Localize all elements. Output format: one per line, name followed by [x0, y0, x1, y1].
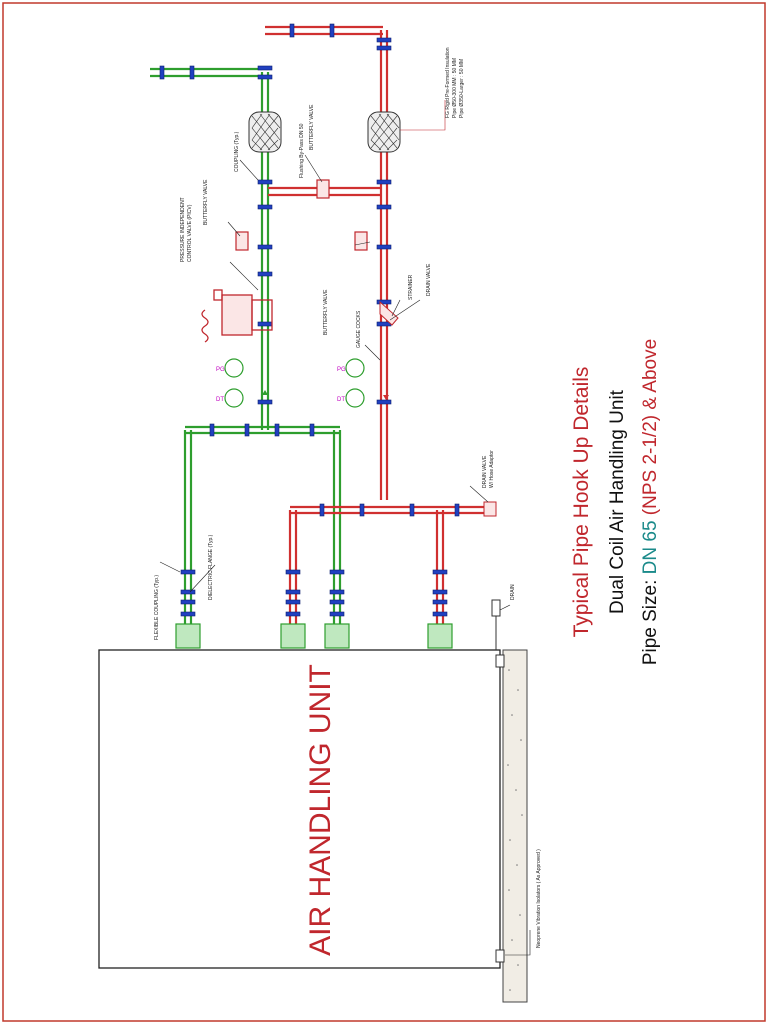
picv-valve: [201, 289, 273, 343]
drain-hose-label: DRAIN VALVE: [482, 455, 488, 488]
unit-label: AIR HANDLING UNIT: [304, 664, 337, 956]
neoprene-label: Neoprene Vibration Isolators ( As Approv…: [536, 849, 542, 948]
strainer-label: STRAINER: [408, 274, 414, 300]
flanges: [159, 23, 460, 617]
title-pipe-size: Pipe Size: DN 65 (NPS 2-1/2) & Above: [640, 339, 661, 665]
bypass-label: Flushing By-Pass DN 50: [299, 123, 305, 178]
insulation-sections: [248, 111, 401, 153]
leader-lines: [159, 100, 531, 956]
butterfly-return-label: BUTTERFLY VALVE: [323, 289, 329, 335]
dt-label: DT: [337, 397, 345, 403]
butterfly-bypass-label: BUTTERFLY VALVE: [309, 104, 315, 150]
supply-piping: [150, 67, 342, 630]
drain-hose-label: W/ Hose Adaptor: [489, 450, 495, 488]
insulation-label: Pipe Ø50-300 MM : 50 MM: [452, 58, 458, 118]
pg-label: PG: [216, 367, 225, 373]
drain-label: DRAIN: [510, 584, 516, 600]
butterfly-valves: [235, 179, 368, 251]
air-handling-unit: [98, 649, 501, 969]
coil-connections: [175, 623, 453, 649]
dielectric-label: DIELECTRIC FLANGE (Typ.): [208, 534, 214, 600]
pg-label: PG: [337, 367, 346, 373]
concrete-hatch: [507, 669, 523, 991]
coupling-label: COUPLING (Typ.): [234, 131, 240, 172]
vibration-isolator: [495, 949, 505, 963]
flow-arrows: [262, 140, 389, 400]
drain-fitting: [491, 599, 501, 617]
pipe-size-dn: DN 65: [640, 520, 661, 574]
flexible-coupling-label: FLEXIBLE COUPLING (Typ.): [154, 575, 160, 640]
insulation-label: FG Rigid Pre-Formed Insulation: [445, 47, 451, 118]
title-main: Typical Pipe Hook Up Details: [570, 367, 593, 638]
gauges: [224, 358, 365, 408]
concrete-pad: [502, 649, 528, 1003]
vibration-isolator: [495, 654, 505, 668]
title-sub: Dual Coil Air Handling Unit: [607, 389, 628, 614]
gauge-cocks-label: GAUGE COCKS: [356, 310, 362, 348]
insulation-label: Pipe Ø350-Larger : 50 MM: [459, 59, 465, 118]
dt-label: DT: [216, 397, 224, 403]
butterfly-supply-label: BUTTERFLY VALVE: [203, 179, 209, 225]
picv-label: PRESSURE INDEPENDENT: [180, 197, 186, 262]
strainer: [379, 300, 399, 326]
pipe-size-nps: (NPS 2-1/2) & Above: [640, 339, 661, 521]
drain-valve-label: DRAIN VALVE: [426, 263, 432, 296]
drain-hose-valve: [483, 501, 497, 517]
picv-label: CONTROL VALVE (PICV): [187, 204, 193, 262]
pipe-size-prefix: Pipe Size:: [640, 574, 661, 665]
